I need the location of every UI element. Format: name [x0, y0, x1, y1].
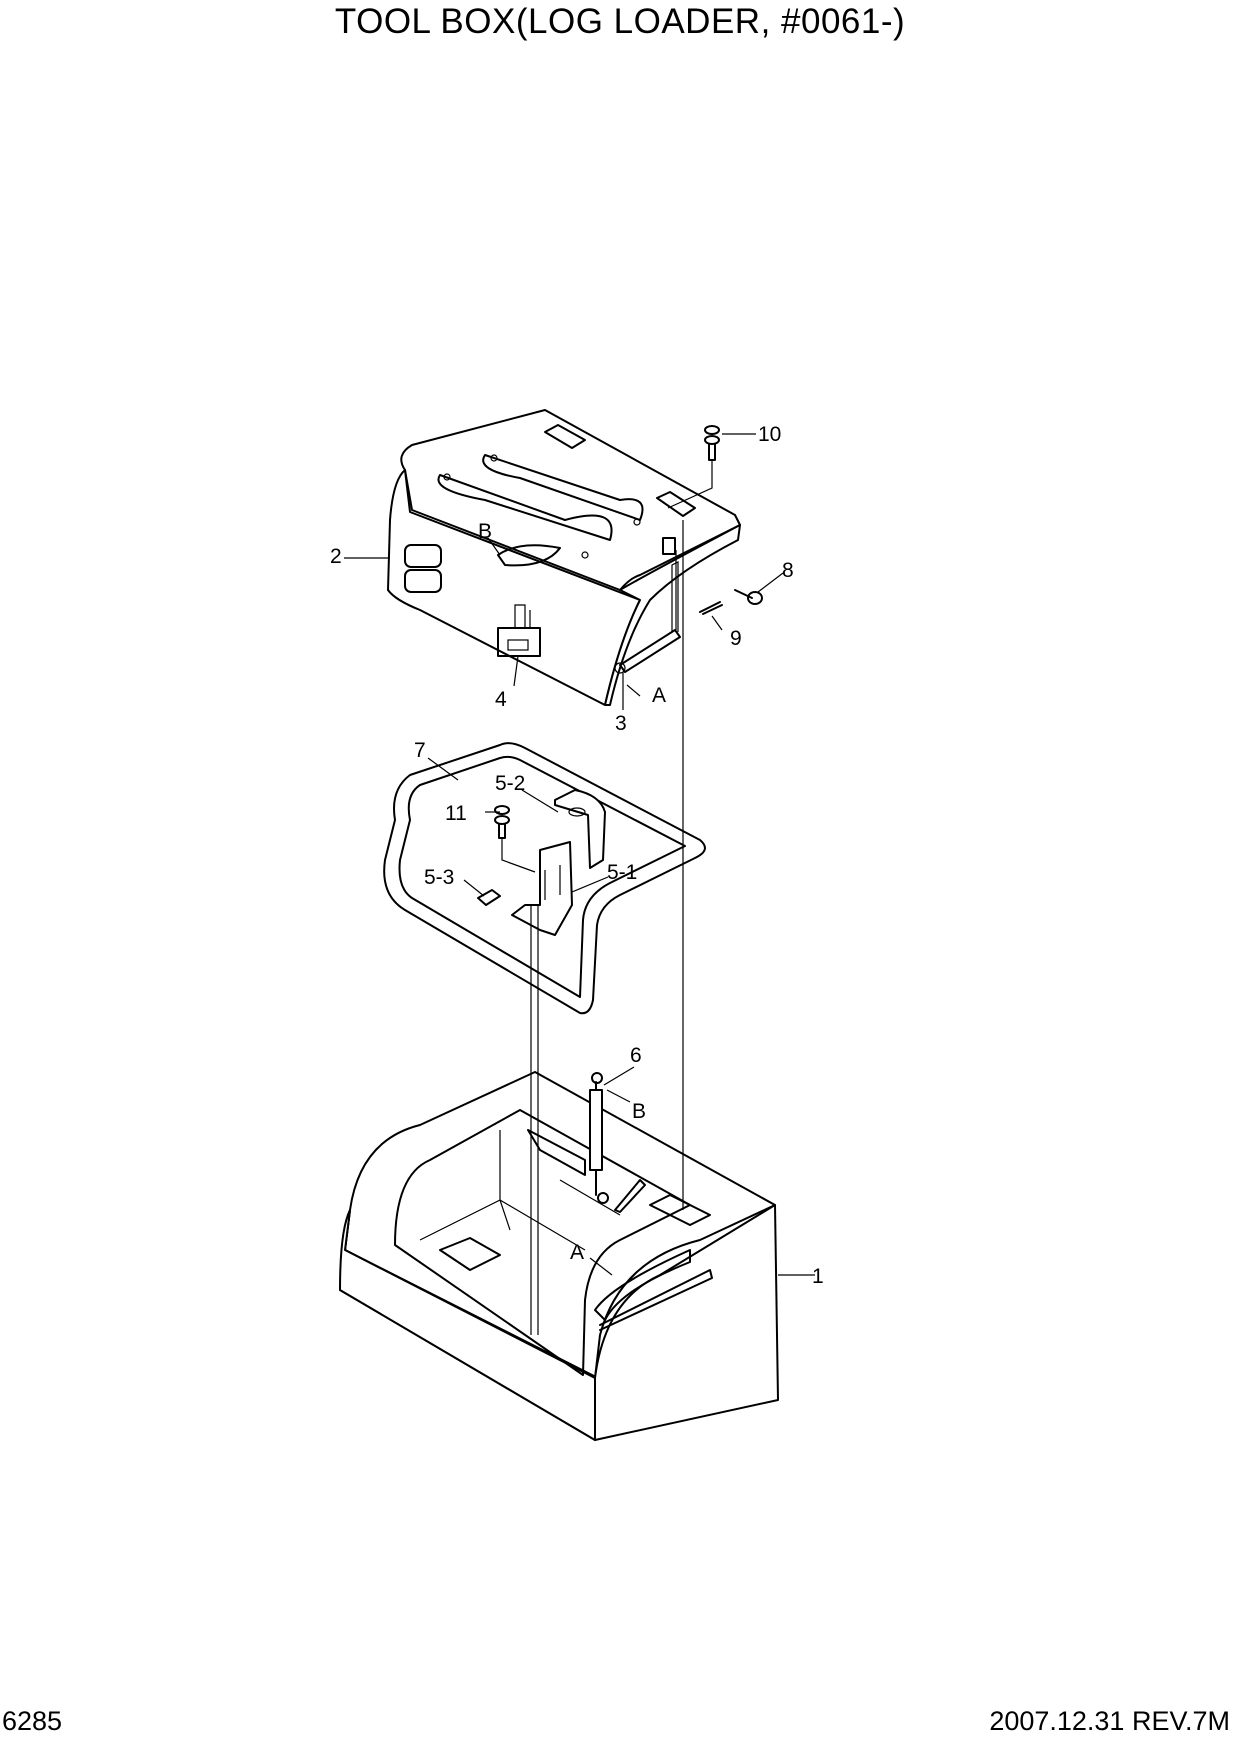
callout-10: 10: [758, 423, 781, 446]
callout-5-1: 5-1: [607, 861, 637, 884]
callout-7: 7: [414, 739, 426, 762]
assembly-lines: [501, 460, 713, 1335]
callout-leaders: [344, 433, 815, 1276]
callout-ref-a-bottom: A: [570, 1241, 584, 1264]
callout-5-3: 5-3: [424, 866, 454, 889]
callout-6: 6: [630, 1044, 642, 1067]
part-box-body: [339, 1071, 779, 1441]
callout-labels: 2 B 4 3 A 8 9 10 7 5-2 11 5-3 5-1 6 B A …: [330, 423, 824, 1288]
callout-11: 11: [445, 802, 467, 825]
part-cover: [387, 409, 741, 706]
revision-date: 2007.12.31 REV.7M: [989, 1706, 1230, 1736]
part-bracket-5-1: [511, 841, 573, 936]
part-bolt-10: [704, 425, 720, 461]
callout-ref-a-top: A: [652, 684, 666, 707]
callout-9: 9: [730, 627, 742, 650]
callout-4: 4: [495, 688, 507, 711]
page-title: TOOL BOX(LOG LOADER, #0061-): [334, 2, 906, 41]
part-gas-spring-6: [589, 1072, 646, 1213]
callout-2: 2: [330, 545, 342, 568]
callout-8: 8: [782, 559, 794, 582]
callout-ref-b-bottom: B: [632, 1100, 646, 1123]
page-number: 6285: [2, 1706, 63, 1736]
part-frame-seal: [383, 742, 706, 1015]
part-pin-8: [734, 589, 763, 605]
callout-1: 1: [812, 1265, 824, 1288]
callout-3: 3: [615, 712, 627, 735]
callout-ref-b-top: B: [478, 520, 492, 543]
part-cotter-9: [699, 601, 723, 615]
part-bolt-11: [494, 805, 510, 839]
callout-5-2: 5-2: [495, 772, 525, 795]
part-bolt-5-3: [477, 889, 501, 906]
part-bracket-5-2: [554, 789, 606, 869]
